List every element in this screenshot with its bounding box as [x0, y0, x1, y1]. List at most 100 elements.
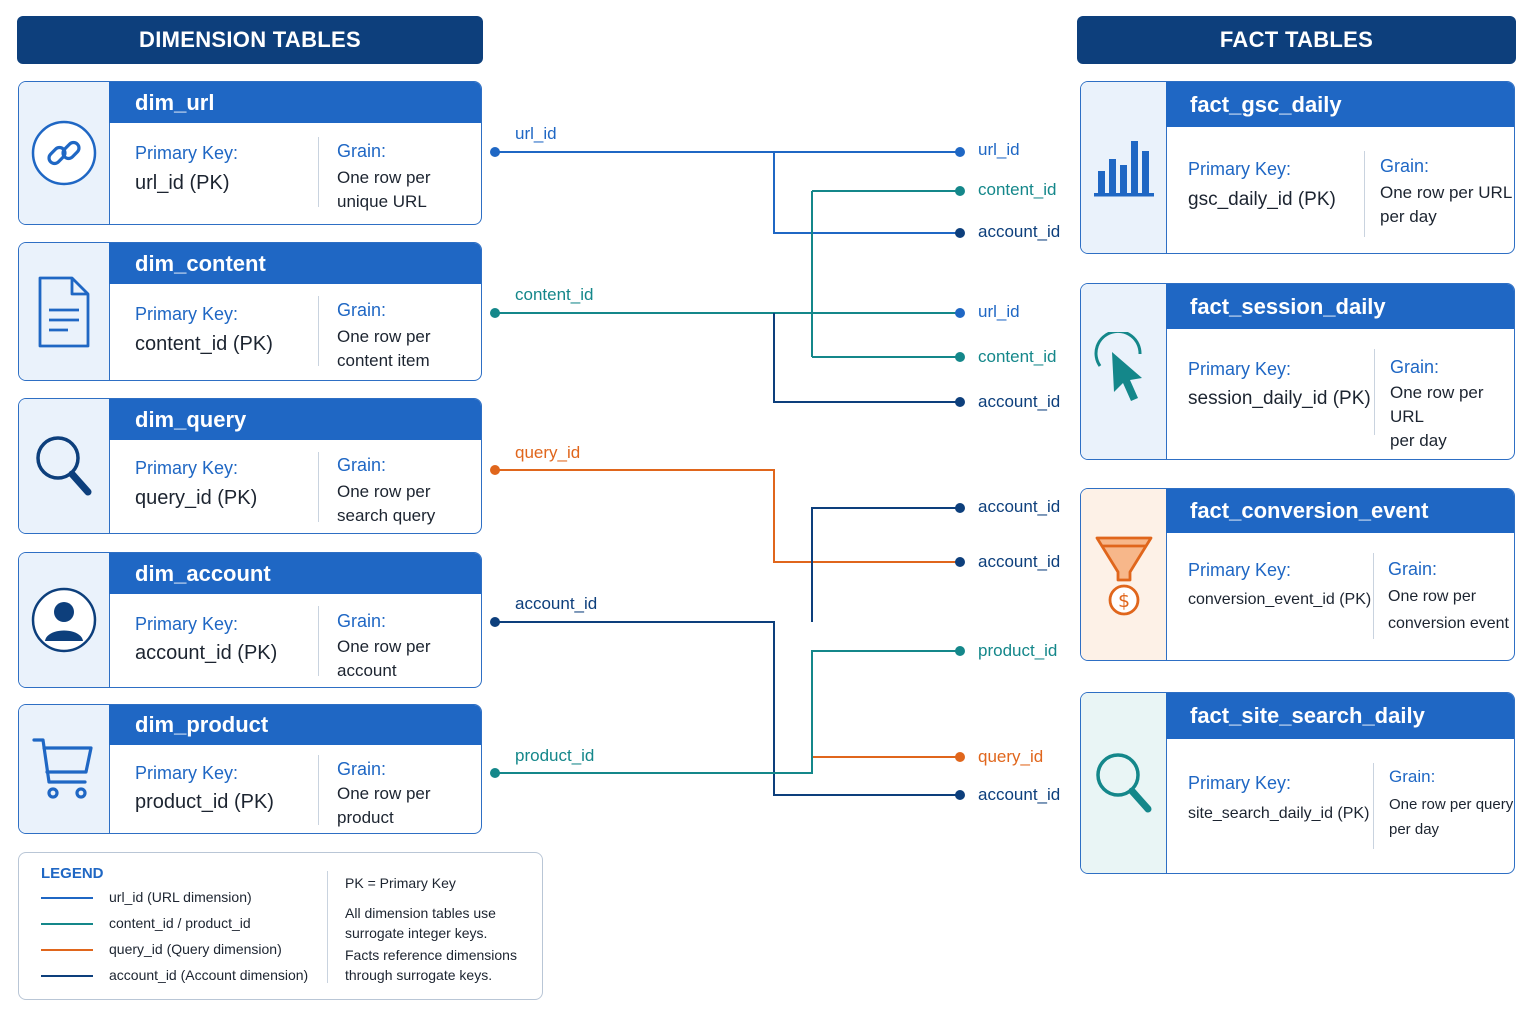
legend-note: All dimension tables use surrogate integ…: [345, 905, 496, 941]
pk-value: content_id (PK): [135, 333, 273, 355]
user-icon: [19, 553, 110, 687]
fact-session-daily-card[interactable]: fact_session_daily Primary Key: session_…: [1080, 283, 1515, 460]
magnifier-icon: [1081, 693, 1167, 873]
bar-chart-icon: [1081, 82, 1167, 253]
grain-label: Grain:: [337, 759, 387, 779]
dim-query-card[interactable]: dim_query Primary Key: query_id (PK) Gra…: [18, 398, 482, 534]
document-icon: [19, 243, 110, 380]
table-name: dim_url: [109, 82, 481, 123]
table-name: fact_conversion_event: [1166, 489, 1514, 533]
account-connector-upper: [773, 313, 960, 403]
pk-value: conversion_event_id (PK): [1188, 591, 1372, 608]
legend-swatch-url: [41, 897, 93, 899]
table-name: fact_site_search_daily: [1166, 693, 1514, 739]
table-name: dim_account: [109, 553, 481, 594]
legend-item: account_id (Account dimension): [109, 967, 309, 983]
table-name: dim_query: [109, 399, 481, 440]
url-connector: [495, 151, 960, 234]
fact-site-search-daily-card[interactable]: fact_site_search_daily Primary Key: site…: [1080, 692, 1515, 874]
fact-key-label: account_id: [978, 785, 1061, 804]
grain-label: Grain:: [1390, 357, 1440, 377]
pk-label: Primary Key:: [1188, 560, 1292, 580]
legend-swatch-content: [41, 923, 93, 925]
pk-label: Primary Key:: [1188, 773, 1292, 793]
grain-label: Grain:: [1389, 767, 1436, 786]
dim-product-card[interactable]: dim_product Primary Key: product_id (PK)…: [18, 704, 482, 834]
search-icon: [19, 399, 110, 533]
pk-label: Primary Key:: [135, 614, 239, 634]
table-name: dim_content: [109, 243, 481, 284]
fact-key-label: account_id: [978, 552, 1061, 571]
legend-item: query_id (Query dimension): [109, 941, 282, 957]
fact-key-label: content_id: [978, 347, 1057, 366]
pk-value: account_id (PK): [135, 642, 278, 664]
table-name: fact_session_daily: [1166, 284, 1514, 329]
pk-value: url_id (PK): [135, 172, 230, 194]
cart-icon: [19, 705, 110, 833]
content-connector: [495, 190, 960, 358]
pk-label: Primary Key:: [135, 458, 239, 478]
pk-label: Primary Key:: [1188, 359, 1292, 379]
pk-label: Primary Key:: [1188, 159, 1292, 179]
source-key-query: query_id: [515, 443, 581, 462]
pk-label: Primary Key:: [135, 763, 239, 783]
grain-label: Grain:: [337, 141, 387, 161]
legend-item: content_id / product_id: [109, 915, 251, 931]
legend-note: PK = Primary Key: [345, 875, 456, 891]
fact-key-label: account_id: [978, 497, 1061, 516]
product-connector: [495, 650, 960, 774]
pk-label: Primary Key:: [135, 143, 239, 163]
fact-key-label: content_id: [978, 180, 1057, 199]
grain-label: Grain:: [1388, 559, 1438, 579]
grain-label: Grain:: [337, 611, 387, 631]
cursor-icon: [1081, 284, 1167, 459]
source-key-url: url_id: [515, 124, 557, 143]
legend-swatch-account: [41, 975, 93, 977]
pk-value: query_id (PK): [135, 487, 258, 509]
fact-tables-header: FACT TABLES: [1077, 16, 1516, 64]
fact-conversion-event-card[interactable]: $ fact_conversion_event Primary Key: con…: [1080, 488, 1515, 661]
legend-item: url_id (URL dimension): [109, 889, 252, 905]
fact-key-label: product_id: [978, 641, 1058, 660]
account-connector: [495, 507, 960, 796]
grain-label: Grain:: [337, 455, 387, 475]
pk-value: session_daily_id (PK): [1188, 388, 1371, 409]
pk-value: product_id (PK): [135, 791, 274, 813]
fact-key-label: url_id: [978, 140, 1020, 159]
legend: LEGEND url_id (URL dimension) content_id…: [18, 852, 543, 1000]
source-key-account: account_id: [515, 594, 598, 613]
legend-note: Facts reference dimensions through surro…: [345, 947, 517, 983]
table-name: dim_product: [109, 705, 481, 745]
dim-url-card[interactable]: dim_url Primary Key: url_id (PK) Grain: …: [18, 81, 482, 225]
legend-title: LEGEND: [41, 865, 104, 882]
fact-key-label: account_id: [978, 222, 1061, 241]
fact-key-label: query_id: [978, 747, 1044, 766]
pk-label: Primary Key:: [135, 304, 239, 324]
source-key-content: content_id: [515, 285, 594, 304]
grain-label: Grain:: [337, 300, 387, 320]
svg-text:$: $: [1117, 590, 1129, 612]
dim-account-card[interactable]: dim_account Primary Key: account_id (PK)…: [18, 552, 482, 688]
fact-gsc-daily-card[interactable]: fact_gsc_daily Primary Key: gsc_daily_id…: [1080, 81, 1515, 254]
funnel-icon: $: [1081, 489, 1167, 660]
legend-swatch-query: [41, 949, 93, 951]
source-key-product: product_id: [515, 746, 595, 765]
fact-key-label: url_id: [978, 302, 1020, 321]
dim-content-card[interactable]: dim_content Primary Key: content_id (PK)…: [18, 242, 482, 381]
pk-value: gsc_daily_id (PK): [1188, 189, 1336, 210]
query-connector: [495, 469, 960, 758]
pk-value: site_search_daily_id (PK): [1188, 805, 1370, 822]
link-icon: [19, 82, 110, 224]
fact-key-label: account_id: [978, 392, 1061, 411]
grain-label: Grain:: [1380, 156, 1430, 176]
dimension-tables-header: DIMENSION TABLES: [17, 16, 483, 64]
